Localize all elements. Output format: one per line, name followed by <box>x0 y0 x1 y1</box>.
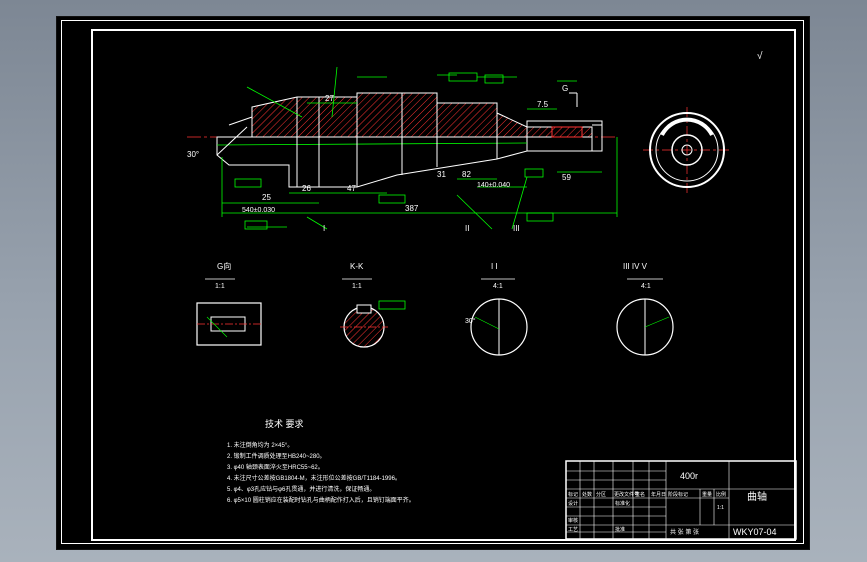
dim-47: 47 <box>347 184 356 193</box>
note-4: 4. 未注尺寸公差按GB1804-M，未注形位公差按GB/T1184-1996。 <box>227 474 401 482</box>
section-kk: K-K 1:1 <box>340 262 406 348</box>
dim-7-5: 7.5 <box>537 100 549 109</box>
note-3: 3. φ40 轴颈表面淬火至HRC55~62。 <box>227 463 324 471</box>
title-block: 400r 曲轴 WKY07-04 1:1 标记 处数 分区 更改文件号 签名 年… <box>565 460 797 540</box>
hdr-date: 年月日 <box>651 491 666 498</box>
hdr-sign: 签名 <box>635 491 645 498</box>
hdr-mark: 标记 <box>568 491 578 498</box>
dim-59: 59 <box>562 173 571 182</box>
technical-notes: 技术 要求 1. 未注倒角均为 2×45°。 2. 锻制工件调质处理至HB240… <box>227 418 415 504</box>
note-6: 6. φ5×10 圆柱销应在装配时钻孔与曲柄配作打入后，且销钉端面平齐。 <box>227 496 415 504</box>
section-g: G向 1:1 <box>196 261 263 346</box>
callout-g: G <box>562 84 568 93</box>
dim-31: 31 <box>437 170 446 179</box>
row-process: 工艺 <box>568 527 578 533</box>
callout-ii: II <box>465 224 469 233</box>
section-ii-label: I I <box>491 262 498 271</box>
section-ii-scale: 4:1 <box>493 283 503 290</box>
drawing-sheet: √ <box>56 16 810 550</box>
scale-value: 1:1 <box>717 505 724 511</box>
dim-25: 25 <box>262 193 271 202</box>
scale-label: 比例 <box>716 491 726 498</box>
angle-30: 30° <box>187 150 199 159</box>
row-review: 审核 <box>568 517 578 524</box>
section-kk-scale: 1:1 <box>352 283 362 290</box>
section-kk-label: K-K <box>350 262 364 271</box>
part-name: 曲轴 <box>747 490 767 503</box>
roughness-symbol: √ <box>757 50 763 62</box>
material: 400r <box>680 471 698 481</box>
note-2: 2. 锻制工件调质处理至HB240~280。 <box>227 452 326 460</box>
dim-27: 27 <box>325 94 334 103</box>
section-iii-label: III IV V <box>623 262 648 271</box>
dim-82: 82 <box>462 170 471 179</box>
note-5: 5. φ4、φ3孔应钻与φ6孔贯通，并进行清洗，保证畅通。 <box>227 485 375 493</box>
hdr-count: 处数 <box>582 491 592 498</box>
drawing-number: WKY07-04 <box>733 527 777 537</box>
section-g-label: G向 <box>217 261 231 271</box>
dim-540: 540±0.030 <box>242 207 275 214</box>
crankshaft-main-view: 25 26 47 387 27 7.5 59 82 31 140±0.040 5… <box>187 66 618 233</box>
approve: 批准 <box>615 526 625 533</box>
dim-140: 140±0.040 <box>477 182 510 189</box>
outer-border <box>61 20 804 544</box>
cad-drawing: √ <box>187 50 797 540</box>
callout-iii: III <box>513 224 520 233</box>
weight-label: 重量 <box>702 491 712 498</box>
dim-387: 387 <box>405 204 419 213</box>
hdr-zone: 分区 <box>596 491 606 498</box>
section-ii: I I 4:1 30° <box>465 262 528 356</box>
angle-30b: 30° <box>465 317 476 325</box>
row-design: 设计 <box>568 500 578 507</box>
notes-title: 技术 要求 <box>265 418 304 429</box>
sheet-info: 共 张 第 张 <box>670 528 699 536</box>
standardize: 标准化 <box>615 500 630 507</box>
callout-i: I <box>323 224 325 233</box>
end-view <box>643 107 731 193</box>
dim-26: 26 <box>302 184 311 193</box>
section-g-scale: 1:1 <box>215 283 225 290</box>
hdr-docno: 更改文件号 <box>614 491 639 498</box>
stage-label: 阶段标记 <box>668 491 688 498</box>
note-1: 1. 未注倒角均为 2×45°。 <box>227 441 293 449</box>
drawing-frame <box>91 29 796 541</box>
section-iii-iv-v: III IV V 4:1 <box>616 262 674 356</box>
section-iii-scale: 4:1 <box>641 283 651 290</box>
